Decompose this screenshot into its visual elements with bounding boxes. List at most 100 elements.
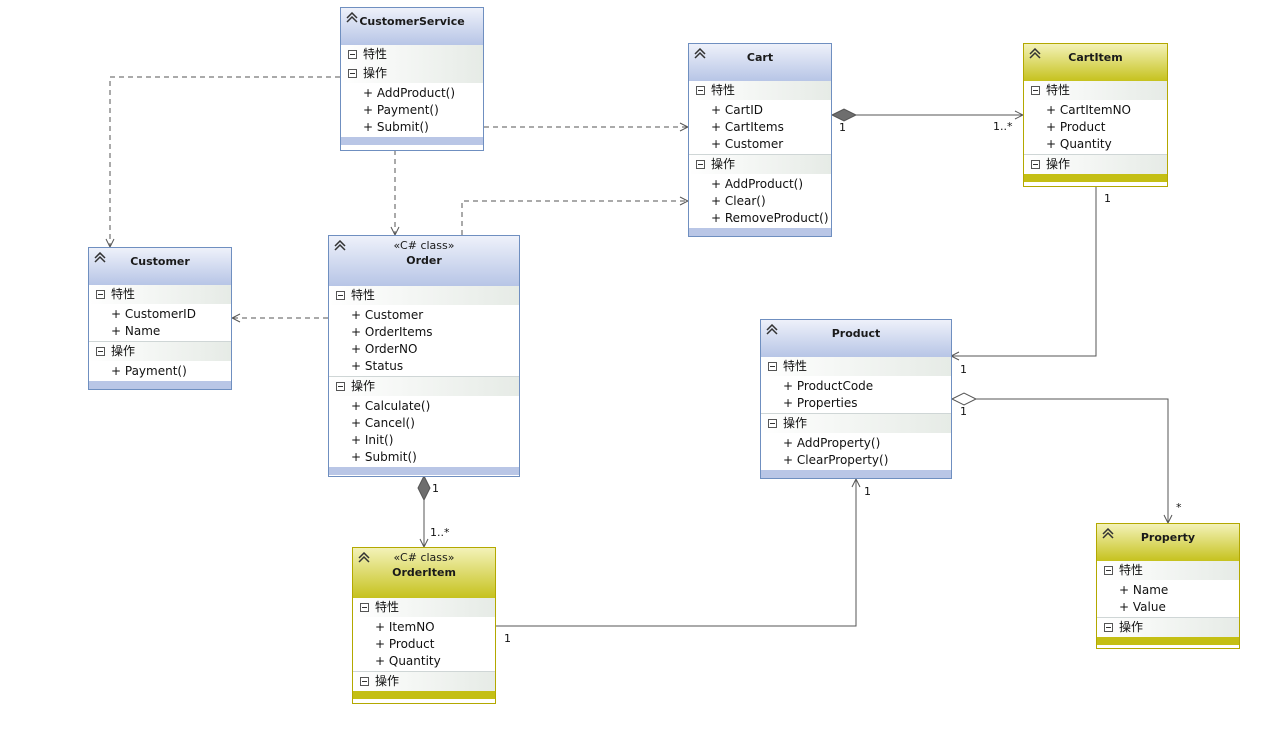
- collapse-chevron-icon[interactable]: [346, 12, 358, 23]
- collapse-minus-icon[interactable]: [348, 50, 357, 59]
- class-header[interactable]: Customer: [89, 248, 231, 285]
- class-name: CustomerService: [359, 15, 465, 28]
- collapse-chevron-icon[interactable]: [694, 48, 706, 59]
- attribute-item[interactable]: Properties: [761, 395, 951, 412]
- collapse-minus-icon[interactable]: [336, 382, 345, 391]
- operations-section-header[interactable]: 操作: [1097, 618, 1239, 637]
- operations-section-header[interactable]: 操作: [1024, 155, 1167, 174]
- operation-item[interactable]: AddProduct(): [341, 85, 483, 102]
- collapse-minus-icon[interactable]: [348, 69, 357, 78]
- operations-section-header[interactable]: 操作: [689, 155, 831, 174]
- attribute-item[interactable]: ProductCode: [761, 378, 951, 395]
- attribute-item[interactable]: Status: [329, 358, 519, 375]
- operations-section-header[interactable]: 操作: [353, 672, 495, 691]
- attribute-item[interactable]: Name: [1097, 582, 1239, 599]
- class-footer: [89, 381, 231, 389]
- collapse-minus-icon[interactable]: [696, 86, 705, 95]
- class-property[interactable]: Property 特性 Name Value 操作: [1096, 523, 1240, 649]
- operations-list: AddProperty() ClearProperty(): [761, 433, 951, 470]
- association-orderitem-product: [495, 479, 856, 627]
- attribute-item[interactable]: Name: [89, 323, 231, 340]
- attribute-item[interactable]: CustomerID: [89, 306, 231, 323]
- class-header[interactable]: CustomerService: [341, 8, 483, 45]
- multiplicity-order: 1: [432, 482, 439, 495]
- collapse-chevron-icon[interactable]: [766, 324, 778, 335]
- attributes-section-header[interactable]: 特性: [89, 285, 231, 304]
- class-header[interactable]: Property: [1097, 524, 1239, 561]
- attributes-section-header[interactable]: 特性: [689, 81, 831, 100]
- operation-item[interactable]: Clear(): [689, 193, 831, 210]
- class-header[interactable]: «C# class» Order: [329, 236, 519, 286]
- attributes-section-header[interactable]: 特性: [1097, 561, 1239, 580]
- operation-item[interactable]: ClearProperty(): [761, 452, 951, 469]
- operations-section-header[interactable]: 操作: [761, 414, 951, 433]
- collapse-minus-icon[interactable]: [1104, 623, 1113, 632]
- collapse-chevron-icon[interactable]: [334, 240, 346, 251]
- attribute-item[interactable]: CartID: [689, 102, 831, 119]
- attribute-item[interactable]: CartItemNO: [1024, 102, 1167, 119]
- collapse-chevron-icon[interactable]: [358, 552, 370, 563]
- dependency-order-cart: [461, 201, 688, 235]
- collapse-chevron-icon[interactable]: [1102, 528, 1114, 539]
- operation-item[interactable]: AddProduct(): [689, 176, 831, 193]
- collapse-minus-icon[interactable]: [768, 362, 777, 371]
- operations-section-header[interactable]: 操作: [89, 342, 231, 361]
- attributes-section-header[interactable]: 特性: [1024, 81, 1167, 100]
- class-header[interactable]: Cart: [689, 44, 831, 81]
- aggregation-diamond-product: [950, 392, 978, 406]
- multiplicity-cartitem-source: 1: [1104, 192, 1111, 205]
- attributes-section-header[interactable]: 特性: [761, 357, 951, 376]
- class-customer[interactable]: Customer 特性 CustomerID Name 操作 Payment(): [88, 247, 232, 390]
- collapse-minus-icon[interactable]: [1031, 86, 1040, 95]
- attribute-item[interactable]: OrderNO: [329, 341, 519, 358]
- collapse-minus-icon[interactable]: [1104, 566, 1113, 575]
- collapse-minus-icon[interactable]: [696, 160, 705, 169]
- operations-section-header[interactable]: 操作: [329, 377, 519, 396]
- attribute-item[interactable]: Quantity: [353, 653, 495, 670]
- attributes-section-header[interactable]: 特性: [341, 45, 483, 64]
- class-name: OrderItem: [392, 566, 456, 579]
- collapse-chevron-icon[interactable]: [1029, 48, 1041, 59]
- operation-item[interactable]: Payment(): [89, 363, 231, 380]
- attributes-section-header[interactable]: 特性: [353, 598, 495, 617]
- operation-item[interactable]: Submit(): [341, 119, 483, 136]
- collapse-minus-icon[interactable]: [768, 419, 777, 428]
- operation-item[interactable]: Init(): [329, 432, 519, 449]
- operation-item[interactable]: Calculate(): [329, 398, 519, 415]
- class-header[interactable]: Product: [761, 320, 951, 357]
- class-orderitem[interactable]: «C# class» OrderItem 特性 ItemNO Product Q…: [352, 547, 496, 704]
- class-footer: [1024, 174, 1167, 182]
- class-cart[interactable]: Cart 特性 CartID CartItems Customer 操作 Add…: [688, 43, 832, 237]
- operations-section-header[interactable]: 操作: [341, 64, 483, 83]
- attribute-item[interactable]: Value: [1097, 599, 1239, 616]
- attribute-item[interactable]: Quantity: [1024, 136, 1167, 153]
- collapse-minus-icon[interactable]: [360, 603, 369, 612]
- collapse-minus-icon[interactable]: [96, 290, 105, 299]
- operation-item[interactable]: Payment(): [341, 102, 483, 119]
- class-order[interactable]: «C# class» Order 特性 Customer OrderItems …: [328, 235, 520, 477]
- class-customerservice[interactable]: CustomerService 特性 操作 AddProduct() Payme…: [340, 7, 484, 151]
- operation-item[interactable]: AddProperty(): [761, 435, 951, 452]
- operation-item[interactable]: Submit(): [329, 449, 519, 466]
- collapse-minus-icon[interactable]: [336, 291, 345, 300]
- class-cartitem[interactable]: CartItem 特性 CartItemNO Product Quantity …: [1023, 43, 1168, 187]
- operation-item[interactable]: Cancel(): [329, 415, 519, 432]
- class-product[interactable]: Product 特性 ProductCode Properties 操作 Add…: [760, 319, 952, 479]
- class-header[interactable]: «C# class» OrderItem: [353, 548, 495, 598]
- attribute-item[interactable]: Customer: [689, 136, 831, 153]
- attribute-item[interactable]: Product: [1024, 119, 1167, 136]
- attribute-item[interactable]: Customer: [329, 307, 519, 324]
- attribute-item[interactable]: CartItems: [689, 119, 831, 136]
- class-name: CartItem: [1068, 51, 1123, 64]
- attribute-item[interactable]: Product: [353, 636, 495, 653]
- collapse-chevron-icon[interactable]: [94, 252, 106, 263]
- attributes-section-header[interactable]: 特性: [329, 286, 519, 305]
- class-header[interactable]: CartItem: [1024, 44, 1167, 81]
- collapse-minus-icon[interactable]: [360, 677, 369, 686]
- attribute-item[interactable]: OrderItems: [329, 324, 519, 341]
- attribute-item[interactable]: ItemNO: [353, 619, 495, 636]
- operation-item[interactable]: RemoveProduct(): [689, 210, 831, 227]
- collapse-minus-icon[interactable]: [1031, 160, 1040, 169]
- operations-list: AddProduct() Payment() Submit(): [341, 83, 483, 137]
- collapse-minus-icon[interactable]: [96, 347, 105, 356]
